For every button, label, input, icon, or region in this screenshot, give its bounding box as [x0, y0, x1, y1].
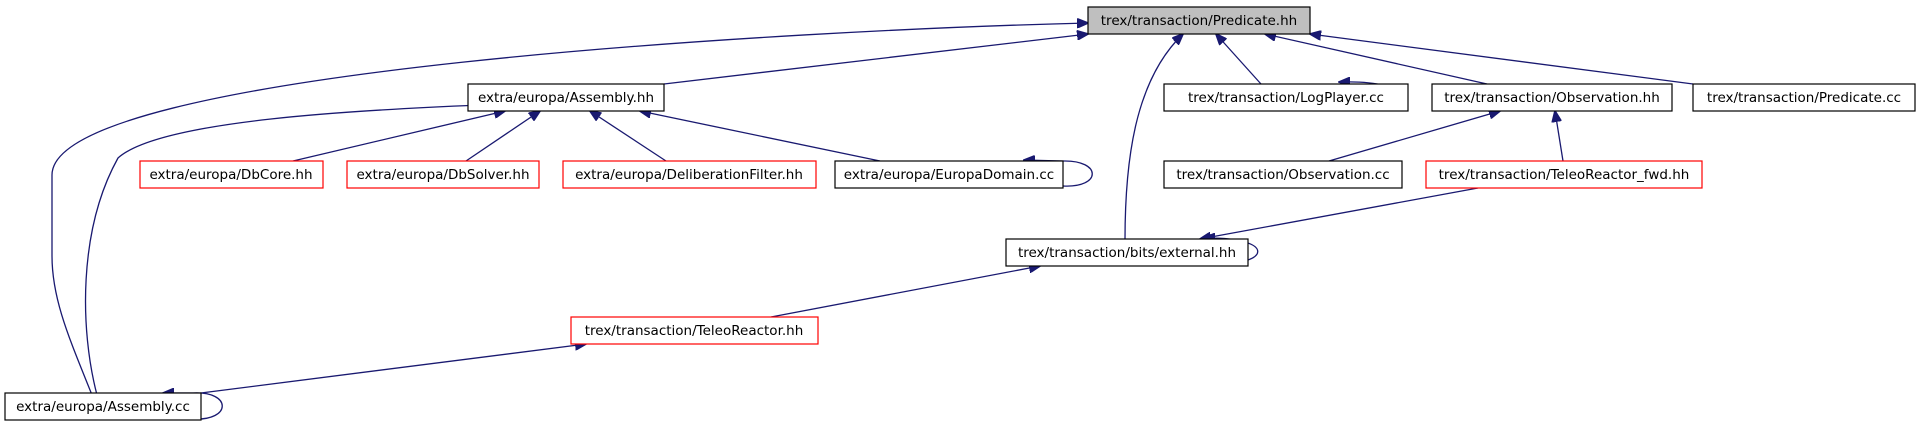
edge-teleoreactor-fwd-hh-to-observation-hh [1555, 111, 1564, 162]
edge-assembly-cc-to-assembly-hh [84, 105, 480, 396]
node-assembly-cc[interactable]: extra/europa/Assembly.cc [4, 392, 202, 421]
edge-logplayer-cc-to-predicate-hh [1216, 34, 1262, 85]
edge-teleoreactor-fwd-hh-to-external-hh [1200, 187, 1479, 239]
node-teleoreactor-fwd-hh[interactable]: trex/transaction/TeleoReactor_fwd.hh [1425, 160, 1703, 189]
node-predicate-cc[interactable]: trex/transaction/Predicate.cc [1692, 83, 1916, 112]
node-observation-cc[interactable]: trex/transaction/Observation.cc [1163, 160, 1403, 189]
node-predicate-hh[interactable]: trex/transaction/Predicate.hh [1087, 6, 1311, 35]
node-label: extra/europa/DeliberationFilter.hh [575, 167, 803, 183]
edge-predicate-cc-to-predicate-hh [1310, 34, 1694, 85]
nodes: trex/transaction/Predicate.hh extra/euro… [4, 6, 1916, 421]
node-label: trex/transaction/LogPlayer.cc [1188, 90, 1384, 106]
edge-teleoreactor-hh-to-external-hh [770, 266, 1040, 318]
edge-assembly-cc-to-teleoreactor-hh [192, 344, 586, 395]
node-label: extra/europa/Assembly.hh [478, 90, 654, 106]
node-label: extra/europa/Assembly.cc [16, 399, 190, 415]
edge-deliberation-hh-to-assembly-hh [590, 111, 667, 162]
edge-external-hh-to-predicate-hh [1124, 34, 1183, 241]
node-observation-hh[interactable]: trex/transaction/Observation.hh [1431, 83, 1673, 112]
edge-europadomain-cc-to-assembly-hh [640, 111, 881, 162]
node-dbcore-hh[interactable]: extra/europa/DbCore.hh [139, 160, 324, 189]
edge-dbsolver-hh-to-assembly-hh [465, 111, 540, 162]
edges [51, 23, 1694, 420]
node-label: trex/transaction/Predicate.hh [1101, 13, 1297, 29]
node-assembly-hh[interactable]: extra/europa/Assembly.hh [467, 83, 665, 112]
node-label: trex/transaction/Observation.cc [1176, 167, 1389, 183]
node-label: trex/transaction/TeleoReactor_fwd.hh [1439, 167, 1690, 183]
edge-dbcore-hh-to-assembly-hh [292, 111, 505, 162]
edge-europadomain-cc-self-loop [1024, 160, 1093, 187]
node-external-hh[interactable]: trex/transaction/bits/external.hh [1005, 238, 1249, 267]
node-label: trex/transaction/Observation.hh [1444, 90, 1660, 106]
node-europadomain-cc[interactable]: extra/europa/EuropaDomain.cc [834, 160, 1064, 189]
edge-assembly-hh-to-predicate-hh [663, 34, 1088, 85]
node-label: extra/europa/EuropaDomain.cc [844, 167, 1054, 183]
node-deliberation-hh[interactable]: extra/europa/DeliberationFilter.hh [562, 160, 817, 189]
node-label: extra/europa/DbCore.hh [149, 167, 312, 183]
edge-observation-hh-to-predicate-hh [1265, 34, 1488, 85]
edge-observation-cc-to-observation-hh [1328, 111, 1500, 162]
node-teleoreactor-hh[interactable]: trex/transaction/TeleoReactor.hh [570, 316, 819, 345]
edge-assembly-cc-to-predicate-hh [51, 23, 1088, 396]
node-label: extra/europa/DbSolver.hh [356, 167, 529, 183]
node-logplayer-cc[interactable]: trex/transaction/LogPlayer.cc [1163, 83, 1409, 112]
node-label: trex/transaction/Predicate.cc [1707, 90, 1901, 106]
node-label: trex/transaction/bits/external.hh [1018, 245, 1236, 261]
node-dbsolver-hh[interactable]: extra/europa/DbSolver.hh [346, 160, 540, 189]
node-label: trex/transaction/TeleoReactor.hh [585, 323, 804, 339]
